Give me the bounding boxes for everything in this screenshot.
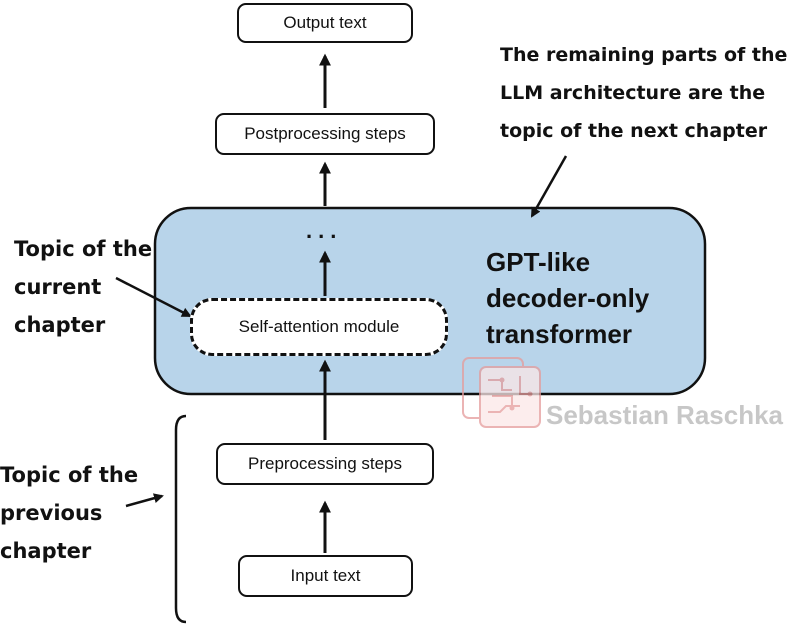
watermark-logo-icon <box>462 357 541 428</box>
arrow-previous-chapter-note <box>125 493 164 508</box>
transformer-label-line-3: transformer <box>486 319 632 349</box>
postprocessing-label: Postprocessing steps <box>244 124 406 143</box>
transformer-label-line-1: GPT-like <box>486 247 591 277</box>
arrow-next-chapter-note <box>530 155 568 218</box>
output-text-label: Output text <box>283 13 367 32</box>
next-chapter-note: The remaining parts of the LLM architect… <box>500 36 787 150</box>
current-note-line-3: chapter <box>14 313 106 337</box>
next-note-line-2: LLM architecture are the <box>500 82 766 104</box>
arrow-current-chapter-note <box>115 276 192 318</box>
previous-note-line-3: chapter <box>0 539 92 563</box>
transformer-label-line-2: decoder-only <box>486 283 650 313</box>
previous-note-line-1: Topic of the <box>0 463 139 487</box>
current-note-line-1: Topic of the <box>14 237 153 261</box>
input-text-label: Input text <box>290 566 361 585</box>
previous-chapter-brace <box>174 414 187 624</box>
next-note-line-1: The remaining parts of the <box>500 44 788 66</box>
output-text-box: Output text <box>237 3 413 43</box>
current-note-line-2: current <box>14 275 102 299</box>
previous-note-line-2: previous <box>0 501 103 525</box>
transformer-label: GPT-like decoder-only transformer <box>486 244 649 352</box>
watermark-text: Sebastian Raschka <box>546 400 784 430</box>
self-attention-label: Self-attention module <box>238 317 400 336</box>
self-attention-module-box: Self-attention module <box>190 298 448 356</box>
preprocessing-label: Preprocessing steps <box>247 454 403 473</box>
current-chapter-note: Topic of the current chapter <box>14 230 152 344</box>
ellipsis: ... <box>306 218 343 243</box>
preprocessing-box: Preprocessing steps <box>216 443 434 485</box>
postprocessing-box: Postprocessing steps <box>215 113 435 155</box>
previous-chapter-note: Topic of the previous chapter <box>0 456 138 570</box>
next-note-line-3: topic of the next chapter <box>500 120 768 142</box>
input-text-box: Input text <box>238 555 413 597</box>
